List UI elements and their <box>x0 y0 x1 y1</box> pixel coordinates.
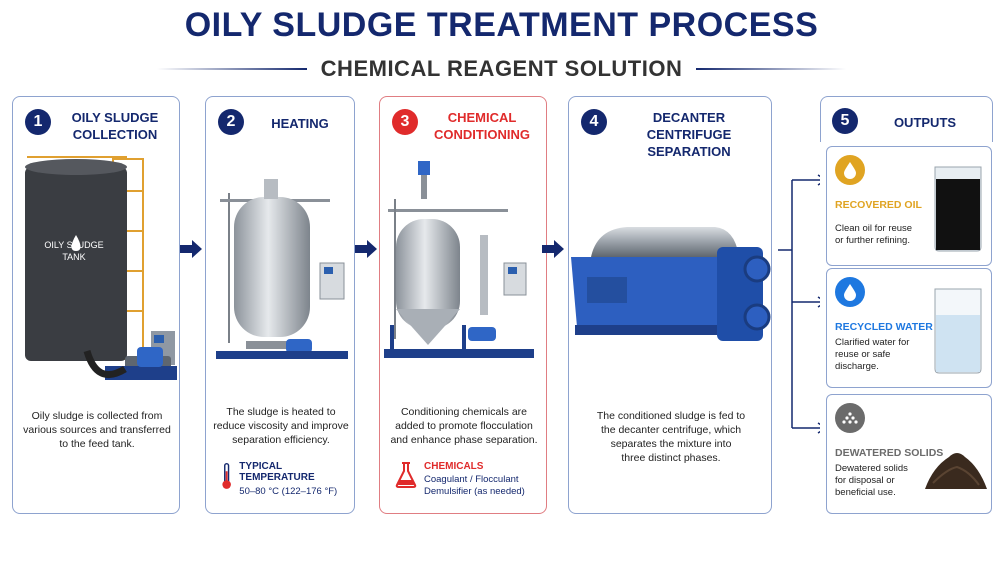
chemicals-spec: CHEMICALS Coagulant / Flocculant Demulsi… <box>394 461 525 498</box>
step-title-line: COLLECTION <box>72 127 158 142</box>
desc-line: for disposal or <box>835 475 895 486</box>
step-number-badge: 4 <box>581 109 607 135</box>
step-card-heating: 2 HEATING The sludge is heated to reduce… <box>205 96 355 514</box>
subtitle-divider-right <box>696 68 847 70</box>
desc-line: Conditioning chemicals are <box>400 406 528 418</box>
step-description: Conditioning chemicals are added to prom… <box>384 405 544 447</box>
step-number-badge: 3 <box>392 109 418 135</box>
step-title-line: DECANTER CENTRIFUGE <box>646 110 732 142</box>
output-name: RECOVERED OIL <box>835 199 922 211</box>
desc-line: added to promote flocculation <box>395 420 533 432</box>
spec-label: CHEMICALS <box>424 461 484 472</box>
desc-line: to the feed tank. <box>59 438 135 450</box>
output-description: Dewatered solids for disposal or benefic… <box>835 463 921 499</box>
temperature-spec: TYPICAL TEMPERATURE 50–80 °C (122–176 °F… <box>220 461 354 498</box>
step-title-line: CHEMICAL <box>447 110 517 125</box>
desc-line: three distinct phases. <box>621 452 721 464</box>
output-name: DEWATERED SOLIDS <box>835 447 944 459</box>
step-number-badge: 1 <box>25 109 51 135</box>
spec-value: 50–80 °C (122–176 °F) <box>239 486 338 497</box>
spec-value-line: Demulsifier (as needed) <box>424 486 525 497</box>
desc-line: Oily sludge is collected from <box>31 410 163 422</box>
output-description: Clean oil for reuse or further refining. <box>835 223 921 247</box>
desc-line: reuse or safe <box>835 349 891 360</box>
water-drop-icon <box>835 277 865 307</box>
tank-label: OILY SLUDGE TANK <box>19 151 175 263</box>
step-number-badge: 2 <box>218 109 244 135</box>
tank-label-line: TANK <box>62 252 86 262</box>
subtitle-row: CHEMICAL REAGENT SOLUTION <box>0 56 1003 82</box>
output-dewatered-solids: DEWATERED SOLIDS Dewatered solids for di… <box>826 394 992 514</box>
outputs-header-frame <box>820 96 993 142</box>
desc-line: separation efficiency. <box>232 434 330 446</box>
sludge-tank-illustration <box>25 156 177 380</box>
step-description: The conditioned sludge is fed to the dec… <box>573 409 769 465</box>
spec-value: Coagulant / Flocculant Demulsifier (as n… <box>424 474 525 498</box>
thermometer-icon <box>222 462 231 489</box>
arrow-right-icon <box>542 240 564 258</box>
desc-line: discharge. <box>835 361 879 372</box>
arrow-right-icon <box>180 240 202 258</box>
decanter-centrifuge-illustration <box>571 227 771 341</box>
output-description: Clarified water for reuse or safe discha… <box>835 337 921 373</box>
step-title-line: CONDITIONING <box>433 127 531 142</box>
step-card-conditioning: 3 CHEMICAL CONDITIONING Conditioning che… <box>379 96 547 514</box>
step-number-badge: 5 <box>832 108 858 134</box>
desc-line: various sources and transferred <box>23 424 171 436</box>
desc-line: Dewatered solids <box>835 463 908 474</box>
step-title-line: OILY SLUDGE <box>71 110 159 125</box>
conditioning-tank-illustration <box>384 161 534 358</box>
desc-line: The sludge is heated to <box>226 406 336 418</box>
step-description: Oily sludge is collected from various so… <box>17 409 177 451</box>
page-subtitle: CHEMICAL REAGENT SOLUTION <box>320 56 683 81</box>
step-card-centrifuge: 4 DECANTER CENTRIFUGE SEPARATION The con… <box>568 96 772 514</box>
step-title: OILY SLUDGE COLLECTION <box>59 109 171 143</box>
oil-beaker-illustration <box>934 166 982 252</box>
step-title: HEATING <box>271 116 329 131</box>
arrow-right-icon <box>355 240 377 258</box>
spec-label: TYPICAL TEMPERATURE <box>239 461 315 483</box>
output-recovered-oil: RECOVERED OIL Clean oil for reuse or fur… <box>826 146 992 266</box>
desc-line: beneficial use. <box>835 487 896 498</box>
subtitle-divider-left <box>156 68 307 70</box>
output-name: RECYCLED WATER <box>835 321 933 333</box>
solids-pile-illustration <box>925 453 987 489</box>
output-recycled-water: RECYCLED WATER Clarified water for reuse… <box>826 268 992 388</box>
water-beaker-illustration <box>934 288 982 374</box>
desc-line: Clarified water for <box>835 337 910 348</box>
step-title: DECANTER CENTRIFUGE SEPARATION <box>613 109 765 160</box>
droplet-icon <box>71 235 81 251</box>
step-title: OUTPUTS <box>893 115 957 130</box>
desc-line: the decanter centrifuge, which <box>600 424 742 436</box>
step-title-line: SEPARATION <box>647 144 731 159</box>
solids-icon <box>835 403 865 433</box>
flask-icon <box>395 462 417 488</box>
desc-line: reduce viscosity and improve <box>213 420 349 432</box>
page-title: OILY SLUDGE TREATMENT PROCESS <box>184 6 819 44</box>
desc-line: and enhance phase separation. <box>390 434 538 446</box>
step-card-collection: 1 OILY SLUDGE COLLECTION OILY SLUDGE TAN… <box>12 96 180 514</box>
tank-label-line: OILY SLUDGE <box>44 240 104 250</box>
desc-line: or further refining. <box>835 235 910 246</box>
heating-vessel-illustration <box>216 179 348 359</box>
desc-line: separates the mixture into <box>610 438 732 450</box>
droplet-icon <box>835 155 865 185</box>
step-title: CHEMICAL CONDITIONING <box>426 109 538 143</box>
desc-line: The conditioned sludge is fed to <box>596 410 746 422</box>
spec-value-line: Coagulant / Flocculant <box>424 474 519 485</box>
desc-line: Clean oil for reuse <box>835 223 913 234</box>
step-description: The sludge is heated to reduce viscosity… <box>210 405 352 447</box>
